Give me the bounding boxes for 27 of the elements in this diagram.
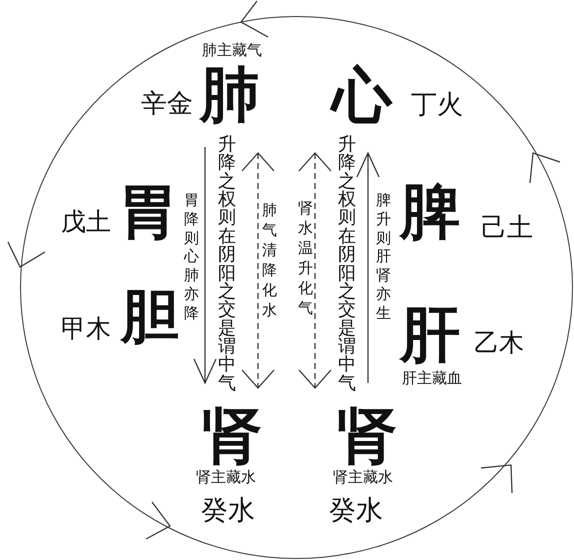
cycle-circle: [20, 16, 573, 559]
vertical-text: 胃降则心肺亦降: [184, 191, 199, 322]
stem-label: 癸水: [329, 497, 383, 524]
note-text: 肾主藏水: [333, 470, 393, 485]
note-text: 肺主藏气: [202, 43, 262, 58]
stem-label: 癸水: [201, 497, 255, 524]
vertical-text: 肾水温升化气: [298, 199, 313, 319]
vertical-text: 脾升则肝肾亦生: [376, 191, 391, 322]
organ-character: 肺: [200, 65, 260, 125]
stem-label: 己土: [481, 215, 533, 241]
note-text: 肝主藏血: [402, 371, 462, 386]
note-text: 肾主藏水: [196, 470, 256, 485]
organ-character: 肾: [202, 406, 262, 466]
stem-label: 丁火: [411, 92, 463, 118]
stem-label: 辛金: [141, 91, 193, 117]
vertical-text: 肺气清降化水: [262, 201, 277, 321]
organ-character: 肝: [400, 305, 460, 365]
organ-character: 胆: [121, 287, 179, 345]
stem-label: 乙木: [474, 330, 524, 355]
organ-character: 心: [332, 66, 392, 126]
vertical-text: 升降之权则在阴阳之交是谓中气: [218, 136, 236, 394]
vertical-text: 升降之权则在阴阳之交是谓中气: [338, 136, 356, 394]
organ-character: 胃: [118, 182, 178, 242]
organ-character: 脾: [400, 182, 460, 242]
organ-character: 肾: [337, 406, 397, 466]
stem-label: 戊土: [61, 209, 111, 234]
stem-label: 甲木: [61, 316, 111, 341]
